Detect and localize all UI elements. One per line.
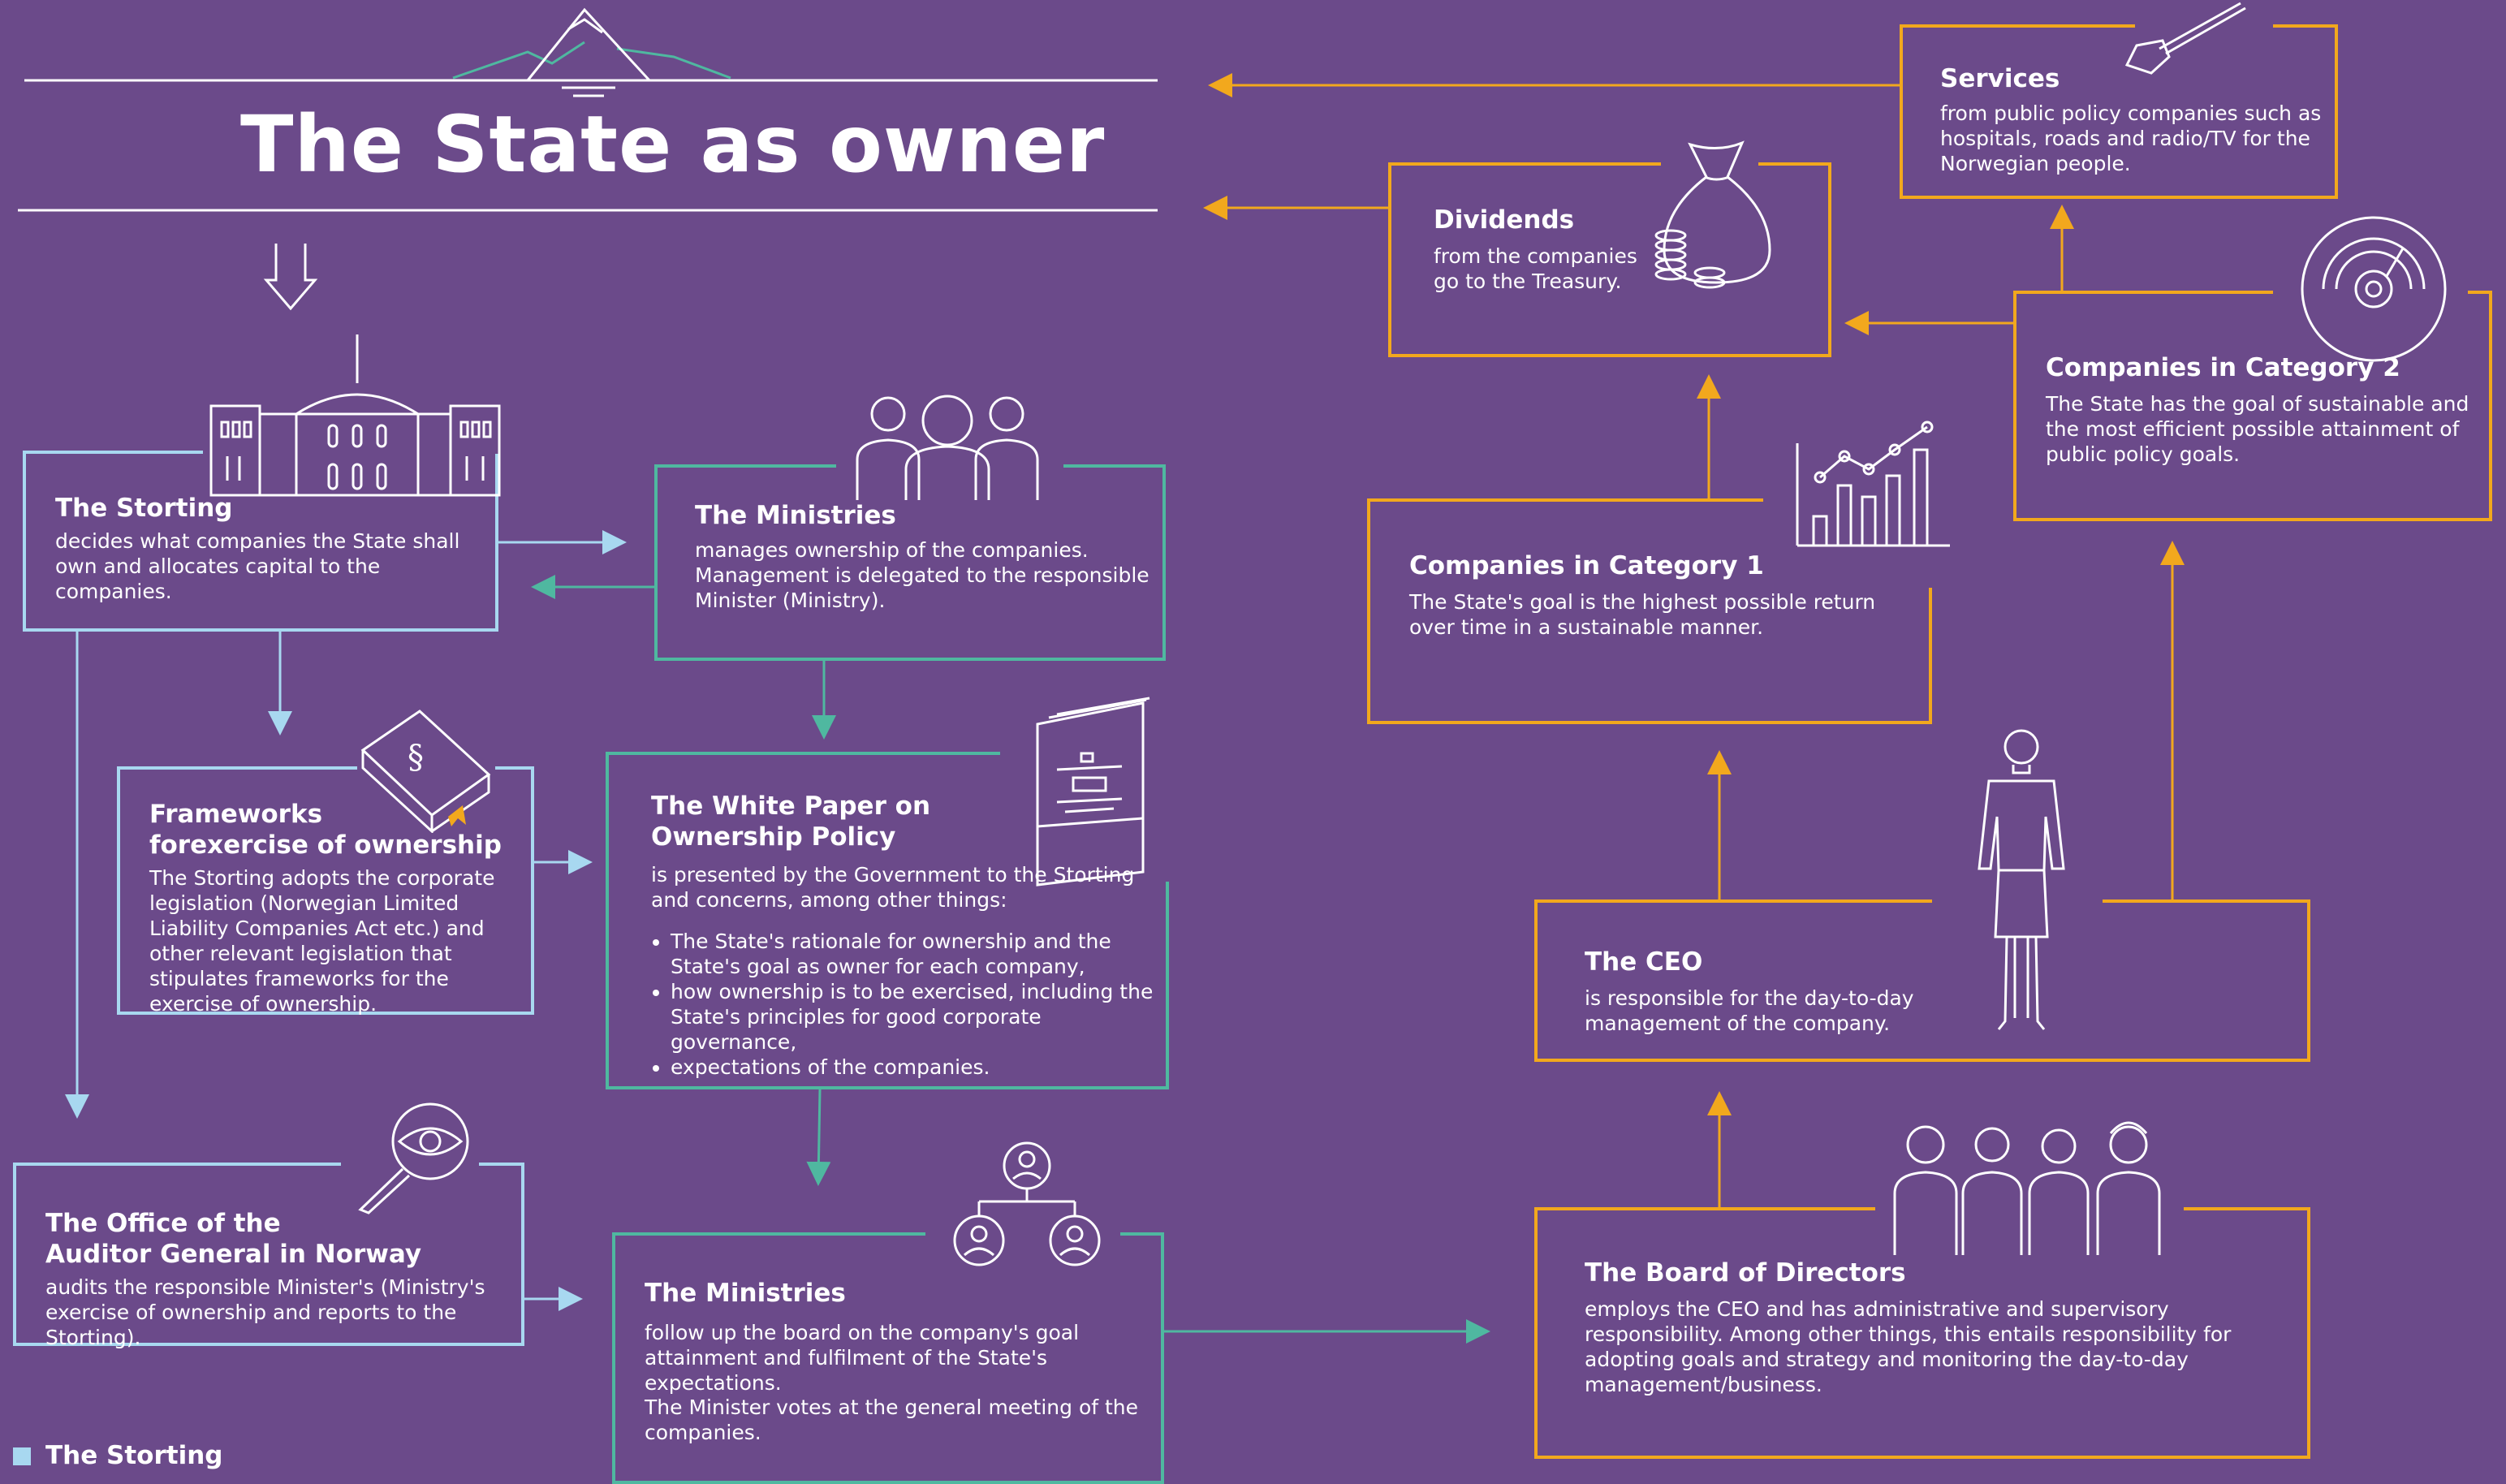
ceo-box: The CEO is responsible for the day-to-da…	[1534, 899, 2310, 1062]
storting-text: decides what companies the State shall o…	[55, 529, 460, 603]
people-group-icon	[856, 395, 1039, 500]
category2-heading: Companies in Category 2	[2046, 353, 2400, 382]
frameworks-heading-2: forexercise of ownership	[149, 830, 502, 860]
ministries-top-heading: The Ministries	[695, 501, 896, 530]
ceo-heading: The CEO	[1585, 947, 1703, 977]
ministries-bottom-text: follow up the board on the company's goa…	[645, 1321, 1080, 1395]
ministries-bottom-box: The Ministries follow up the board on th…	[612, 1232, 1164, 1484]
board-box: The Board of Directors employs the CEO a…	[1534, 1207, 2310, 1459]
category2-text: The State has the goal of sustainable an…	[2046, 392, 2469, 466]
dividends-text: from the companies go to the Treasury.	[1434, 244, 1637, 293]
document-icon	[1036, 697, 1150, 887]
legend-label-storting: The Storting	[45, 1441, 223, 1470]
storting-heading: The Storting	[55, 494, 233, 523]
magnifier-eye-icon	[358, 1102, 469, 1214]
auditor-heading-1: The Office of the	[45, 1209, 281, 1238]
ministries-bottom-text2: The Minister votes at the general meetin…	[645, 1396, 1139, 1444]
bullet-item: The State's rationale for ownership and …	[671, 929, 1166, 979]
bullet-item: how ownership is to be exercised, includ…	[671, 979, 1166, 1055]
dividends-heading: Dividends	[1434, 205, 1575, 235]
svg-text:§: §	[408, 739, 424, 776]
gauge-icon	[2301, 216, 2447, 362]
services-text: from public policy companies such as hos…	[1940, 101, 2322, 175]
ministries-bottom-heading: The Ministries	[645, 1279, 846, 1308]
page-title: The State as owner	[240, 99, 1106, 190]
frameworks-text: The Storting adopts the corporate legisl…	[149, 866, 495, 1016]
category1-heading: Companies in Category 1	[1409, 551, 1764, 580]
ceo-text: is responsible for the day-to-day manage…	[1585, 986, 1914, 1035]
legend-swatch-storting	[13, 1447, 31, 1465]
auditor-text: audits the responsible Minister's (Minis…	[45, 1275, 485, 1349]
auditor-box: The Office of the Auditor General in Nor…	[13, 1163, 524, 1349]
money-bag-icon	[1654, 140, 1771, 289]
white-paper-bullets: The State's rationale for ownership and …	[651, 929, 1166, 1080]
org-chart-icon	[953, 1141, 1101, 1266]
bar-line-chart-icon	[1796, 421, 1950, 547]
mountain-logo-icon	[452, 7, 731, 97]
white-paper-heading-2: Ownership Policy	[651, 822, 896, 852]
dividends-box: Dividends from the companies go to the T…	[1388, 162, 1831, 357]
frameworks-box: Frameworks forexercise of ownership The …	[117, 766, 534, 1016]
parliament-building-icon	[209, 334, 501, 497]
down-arrow-icon	[263, 244, 318, 311]
white-paper-box: The White Paper on Ownership Policy is p…	[606, 752, 1169, 1089]
category1-text: The State's goal is the highest possible…	[1409, 590, 1876, 639]
shovel-icon	[2124, 2, 2246, 75]
auditor-heading-2: Auditor General in Norway	[45, 1240, 422, 1269]
woman-figure-icon	[1978, 729, 2065, 1030]
white-paper-heading-1: The White Paper on	[651, 792, 931, 821]
services-heading: Services	[1940, 64, 2060, 93]
board-text: employs the CEO and has administrative a…	[1585, 1297, 2232, 1396]
category2-box: Companies in Category 2 The State has th…	[2013, 291, 2492, 521]
board-heading: The Board of Directors	[1585, 1258, 1906, 1288]
law-book-icon: §	[360, 710, 491, 833]
category1-box: Companies in Category 1 The State's goal…	[1367, 498, 1932, 724]
ministries-top-text: manages ownership of the companies. Mana…	[695, 538, 1149, 612]
four-people-icon	[1893, 1121, 2161, 1255]
services-box: Services from public policy companies su…	[1900, 24, 2338, 199]
bullet-item: expectations of the companies.	[671, 1055, 1166, 1080]
frameworks-heading-1: Frameworks	[149, 800, 323, 829]
